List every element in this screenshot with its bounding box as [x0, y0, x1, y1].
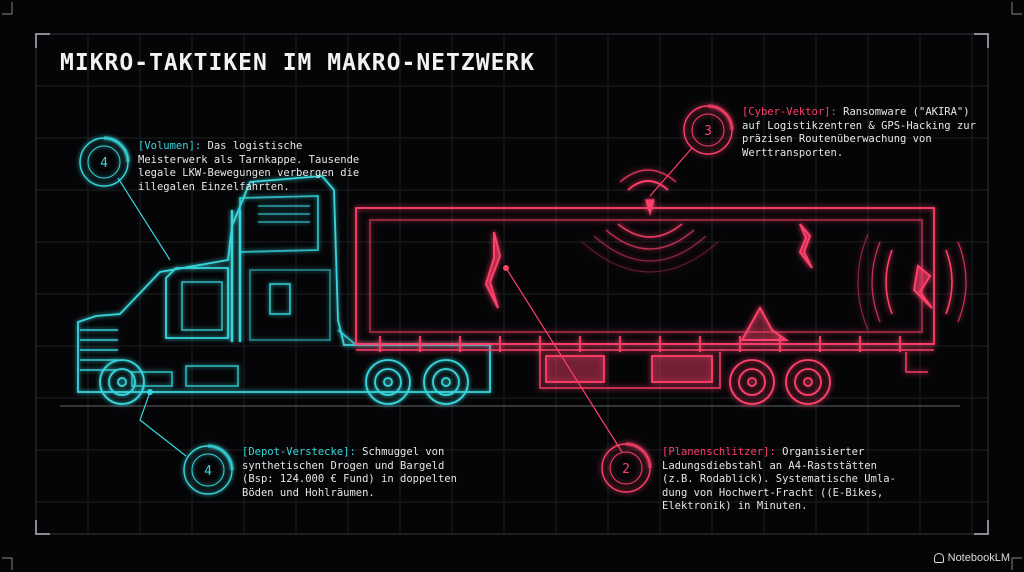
badge-number-planen: 2	[622, 462, 630, 477]
callout-text: Organisierter Ladungsdiebstahl an A4-Ras…	[662, 446, 896, 512]
callout-text: Schmuggel von synthetischen Drogen und B…	[242, 446, 457, 499]
callout-tag: [Cyber-Vektor]:	[742, 106, 837, 118]
page-title: MIKRO-TAKTIKEN IM MAKRO-NETZWERK	[60, 50, 536, 76]
badge-number-cyber: 3	[704, 124, 712, 139]
signal-waves-icon	[581, 169, 967, 331]
trailer-icon	[355, 207, 935, 405]
callout-cyber-vektor: [Cyber-Vektor]: Ransomware ("AKIRA") auf…	[742, 106, 982, 160]
badge-number-volumen: 4	[100, 156, 108, 171]
slash-tear-icon	[484, 223, 933, 341]
leader-lines	[117, 147, 693, 457]
badge-number-depot: 4	[204, 464, 212, 479]
target-badge-icon	[79, 104, 734, 495]
callout-planenschlitzer: [Planenschlitzer]: Organisierter Ladungs…	[662, 446, 912, 514]
notebook-icon	[933, 553, 944, 563]
brand-watermark: NotebookLM	[933, 552, 1010, 564]
callout-text: Das logistische Meisterwerk als Tarnkapp…	[138, 140, 360, 193]
truck-cab-icon	[77, 175, 491, 405]
callout-depot-verstecke: [Depot-Verstecke]: Schmuggel von synthet…	[242, 446, 482, 500]
callout-tag: [Planenschlitzer]:	[662, 446, 776, 458]
callout-volumen: [Volumen]: Das logistische Meisterwerk a…	[138, 140, 378, 194]
brand-label: NotebookLM	[947, 552, 1010, 564]
callout-tag: [Volumen]:	[138, 140, 202, 152]
callout-tag: [Depot-Verstecke]:	[242, 446, 356, 458]
callout-text: Ransomware ("AKIRA") auf Logistikzentren…	[742, 106, 976, 159]
